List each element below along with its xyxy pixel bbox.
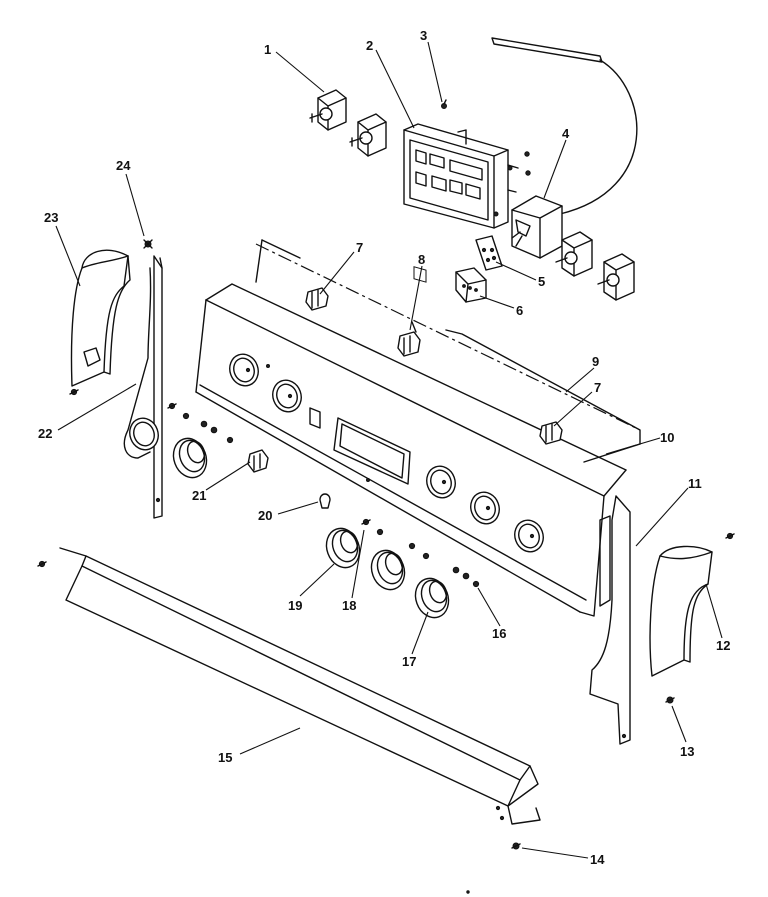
callout-19: 19 xyxy=(288,598,302,613)
callout-17: 17 xyxy=(402,654,416,669)
callout-1: 1 xyxy=(264,42,271,57)
callout-7b: 7 xyxy=(594,380,601,395)
callout-21: 21 xyxy=(192,488,206,503)
part-1-infinite-switch xyxy=(309,89,347,131)
callout-6: 6 xyxy=(516,303,523,318)
left-end-cap-screw xyxy=(69,388,79,396)
part-15-bottom-trim xyxy=(59,547,541,825)
callout-24: 24 xyxy=(116,158,131,173)
part-24-screw xyxy=(143,239,153,249)
probe-wire xyxy=(491,37,638,215)
part-3-screw xyxy=(441,99,447,109)
callout-14: 14 xyxy=(590,852,605,867)
callout-11: 11 xyxy=(688,476,702,491)
callout-22: 22 xyxy=(38,426,52,441)
callout-16: 16 xyxy=(492,626,506,641)
part-21-clip xyxy=(247,449,269,473)
part-1-infinite-switch-third xyxy=(555,231,593,277)
left-trim-knob xyxy=(129,417,159,451)
part-9-backguard-panel xyxy=(195,239,641,617)
part-8-clip xyxy=(397,321,421,357)
part-14-screw xyxy=(511,842,521,850)
callout-8: 8 xyxy=(418,252,425,267)
part-13-screw xyxy=(665,696,675,704)
part-7-clip-right xyxy=(539,421,563,445)
callout-5: 5 xyxy=(538,274,545,289)
part-23-left-end-cap xyxy=(70,249,131,387)
part-2-clock-control xyxy=(403,123,519,283)
callout-13: 13 xyxy=(680,744,694,759)
control-knob-middle xyxy=(370,549,406,591)
part-19-control-knob xyxy=(325,527,361,569)
part-6-relay-block xyxy=(455,267,487,303)
callout-20: 20 xyxy=(258,508,272,523)
callout-4: 4 xyxy=(562,126,570,141)
callout-18: 18 xyxy=(342,598,356,613)
callout-15: 15 xyxy=(218,750,232,765)
knob-screws xyxy=(167,402,480,588)
part-1-infinite-switch-second xyxy=(349,113,387,157)
part-1-infinite-switch-fourth xyxy=(597,253,635,301)
part-11-right-side-trim xyxy=(589,495,631,745)
callout-23: 23 xyxy=(44,210,58,225)
callout-9: 9 xyxy=(592,354,599,369)
part-20-indicator xyxy=(319,493,331,509)
stray-dot xyxy=(466,890,470,894)
part-7-clip-left xyxy=(305,287,329,311)
control-knob-left-1 xyxy=(172,437,208,479)
part-4-selector-switch xyxy=(511,195,563,259)
part-12-right-end-cap xyxy=(649,545,713,677)
callout-2: 2 xyxy=(366,38,373,53)
part-17-control-knob xyxy=(414,577,450,619)
callout-labels: 1 2 3 4 5 6 7 7 8 9 10 11 12 13 14 15 16… xyxy=(38,28,730,867)
callout-10: 10 xyxy=(660,430,674,445)
right-end-cap-screw xyxy=(725,532,735,540)
callout-3: 3 xyxy=(420,28,427,43)
leader-lines xyxy=(55,41,723,859)
bottom-trim-screw-left xyxy=(37,560,47,568)
callout-7a: 7 xyxy=(356,240,363,255)
callout-12: 12 xyxy=(716,638,730,653)
part-5-gasket xyxy=(475,235,503,271)
